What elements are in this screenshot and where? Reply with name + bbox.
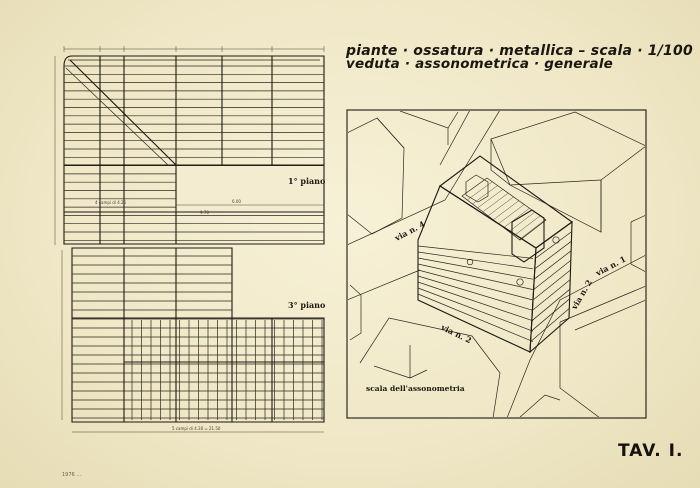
drawing-title-line-2: veduta · assonometrica · generale <box>346 56 614 72</box>
third-floor-label: 3° piano <box>288 300 326 310</box>
first-floor-label: 1° piano <box>288 176 326 186</box>
drawing-title-line-1: piante · ossatura · metallica – scala · … <box>346 43 693 59</box>
third-floor-plan: 5 campi di 4.30 = 21.50 <box>61 247 325 433</box>
svg-text:6.00: 6.00 <box>232 199 241 204</box>
axonometric-scale-cross <box>373 345 428 379</box>
sheet-number: TAV. I. <box>618 441 684 461</box>
svg-text:5 campi di 4.30 = 21.50: 5 campi di 4.30 = 21.50 <box>172 426 221 431</box>
axonometric-scale-caption: scala dell'assonometria <box>366 384 465 393</box>
axonometric-view <box>346 109 647 419</box>
svg-text:4 campi di 4.25: 4 campi di 4.25 <box>95 200 127 205</box>
svg-text:9.70: 9.70 <box>200 210 209 215</box>
building <box>417 155 573 354</box>
footer-note: 1976 ... <box>62 472 82 478</box>
first-floor-plan: 6.00 9.70 4 campi di 4.25 <box>54 46 325 245</box>
